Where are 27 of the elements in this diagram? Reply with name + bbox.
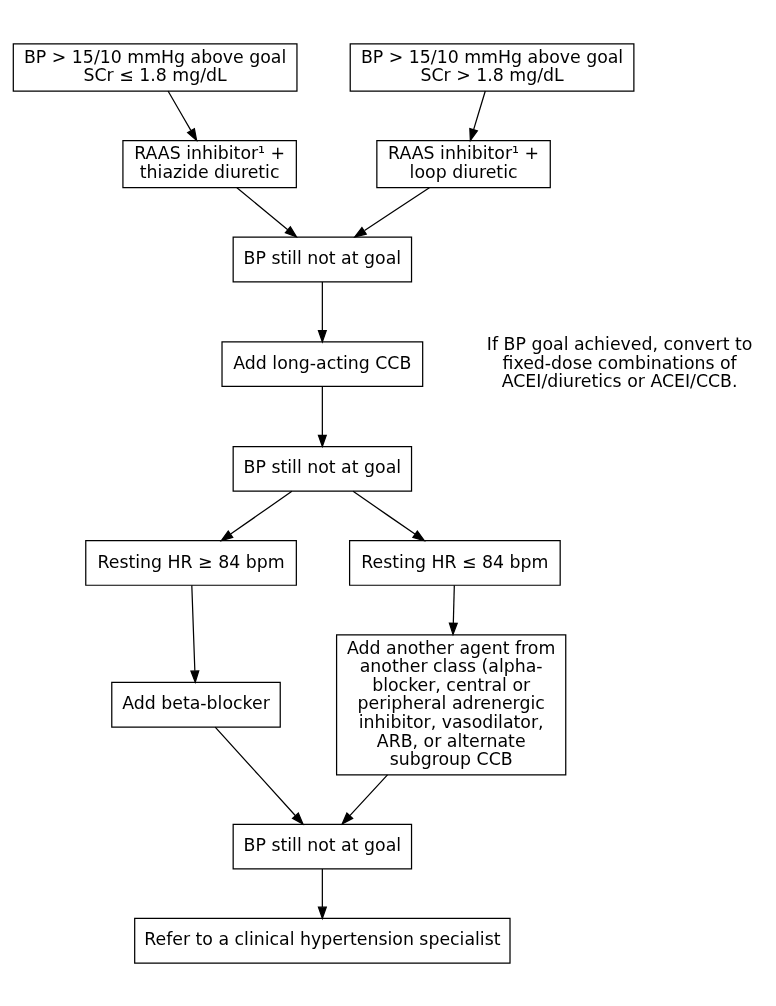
node-box: RAAS inhibitor¹ + thiazide diuretic <box>122 139 297 188</box>
node-box: RAAS inhibitor¹ + loop diuretic <box>376 139 551 188</box>
node-box: BP > 15/10 mmHg above goal SCr > 1.8 mg/dL <box>349 42 635 92</box>
arrow <box>190 584 200 684</box>
node-box: Add long-acting CCB <box>221 340 424 387</box>
node-box: Add another agent from another class (alpha-blocker, central or peripheral adrenergic inhibitor, vasodilator, ARB, or alternate subgroup CCB <box>336 633 567 775</box>
node-box: BP > 15/10 mmHg above goal SCr ≤ 1.8 mg/dL <box>12 42 298 92</box>
arrow <box>469 89 486 142</box>
node-box: Resting HR ≥ 84 bpm <box>85 539 297 586</box>
arrow <box>448 584 459 636</box>
arrow <box>236 186 298 238</box>
node-box: BP still not at goal <box>232 445 413 492</box>
arrow <box>317 385 328 448</box>
arrow <box>353 186 430 238</box>
node-box: Resting HR ≤ 84 bpm <box>349 539 561 586</box>
arrow <box>317 868 328 920</box>
node-box: Add beta-blocker <box>111 681 281 728</box>
node-box: Refer to a clinical hypertension specialist <box>134 917 511 964</box>
label: If BP goal achieved, convert to fixed-dose combinations of ACEI/diuretics or ACEI/CCB. <box>486 333 753 391</box>
arrow <box>167 89 198 142</box>
arrow <box>214 726 305 825</box>
arrow <box>219 490 293 542</box>
node-box: BP still not at goal <box>232 236 413 282</box>
arrow <box>340 773 389 825</box>
node-box: BP still not at goal <box>232 823 413 870</box>
arrow <box>352 490 426 542</box>
arrow <box>317 280 328 344</box>
